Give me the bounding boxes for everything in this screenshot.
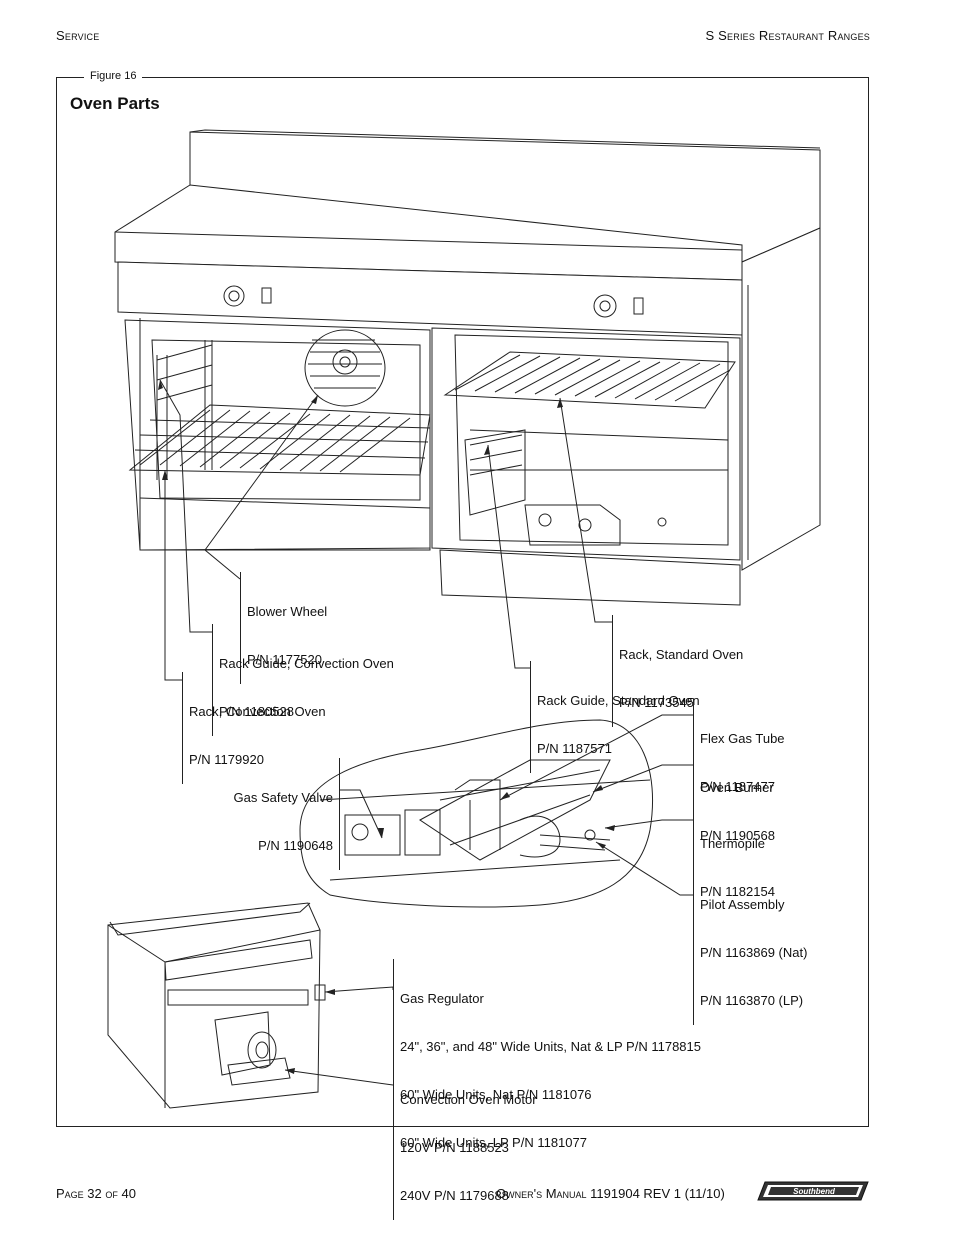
callout-convection-motor-pn-120v: 120V P/N 1188523 [400, 1140, 509, 1155]
callout-rack-guide-convection-pn: P/N 1180528 [219, 704, 294, 719]
callout-oven-burner-name: Oven Burner [700, 780, 774, 795]
callout-thermopile: Thermopile P/N 1182154 [693, 804, 775, 916]
callout-gas-safety-valve-pn: P/N 1190648 [258, 838, 333, 853]
burner-detail-illustration [299, 719, 654, 908]
callout-flex-gas-tube-pn: P/N 1187477 [700, 779, 775, 794]
range-illustration [114, 129, 821, 606]
callout-gas-regulator-pn-2: 60" Wide Units, Nat P/N 1181076 [400, 1087, 592, 1102]
callout-rack-guide-standard-pn: P/N 1187571 [537, 741, 612, 756]
callout-rack-standard-name: Rack, Standard Oven [619, 647, 744, 662]
footer-page-number: Page 32 of 40 [56, 1186, 136, 1201]
callout-convection-motor-name: Convection Oven Motor [400, 1092, 537, 1107]
callout-pilot-assembly-pn-nat: P/N 1163869 (Nat) [700, 945, 808, 960]
header-section: Service [56, 28, 100, 43]
callout-flex-gas-tube: Flex Gas Tube P/N 1187477 [693, 699, 785, 811]
callout-gas-regulator-pn-3: 60" Wide Units, LP P/N 1181077 [400, 1135, 587, 1150]
callout-gas-regulator: Gas Regulator 24", 36", and 48" Wide Uni… [393, 959, 701, 1167]
figure-title: Oven Parts [70, 94, 160, 113]
footer-manual-id: Owner's Manual 1191904 REV 1 (11/10) [496, 1186, 725, 1201]
callout-oven-burner-pn: P/N 1190568 [700, 828, 775, 843]
callout-rack-guide-convection-name: Rack Guide, Convection Oven [219, 656, 394, 671]
callout-gas-regulator-pn-1: 24", 36", and 48" Wide Units, Nat & LP P… [400, 1039, 701, 1054]
callout-convection-motor: Convection Oven Motor 120V P/N 1188523 2… [393, 1060, 537, 1220]
figure-frame [56, 77, 869, 1127]
callout-pilot-assembly-pn-lp: P/N 1163870 (LP) [700, 993, 804, 1008]
callout-rack-standard-pn: P/N 1173545 [619, 695, 694, 710]
callout-rack-guide-standard-name: Rack Guide, Standard Oven [537, 693, 700, 708]
callout-blower-wheel: Blower Wheel P/N 1177520 [240, 572, 327, 684]
callout-gas-safety-valve: Gas Safety Valve P/N 1190648 [218, 758, 340, 870]
callout-blower-wheel-name: Blower Wheel [247, 604, 328, 619]
callout-thermopile-name: Thermopile [700, 836, 766, 851]
callout-flex-gas-tube-name: Flex Gas Tube [700, 731, 785, 746]
header-manual-title: S Series Restaurant Ranges [705, 28, 870, 43]
callout-blower-wheel-pn: P/N 1177520 [247, 652, 322, 667]
callout-pilot-assembly-name: Pilot Assembly [700, 897, 785, 912]
callout-pilot-assembly: Pilot Assembly P/N 1163869 (Nat) P/N 116… [693, 865, 807, 1025]
motor-box-illustration [107, 902, 326, 1109]
figure-label: Figure 16 [84, 70, 143, 82]
callout-rack-standard: Rack, Standard Oven P/N 1173545 [612, 615, 743, 727]
southbend-logo-text: Southbend [793, 1187, 836, 1196]
leader-lines [159, 379, 693, 1086]
southbend-logo: Southbend [757, 1181, 869, 1201]
callout-thermopile-pn: P/N 1182154 [700, 884, 775, 899]
callout-gas-safety-valve-name: Gas Safety Valve [233, 790, 333, 805]
callout-convection-motor-pn-240v: 240V P/N 1179688 [400, 1188, 509, 1203]
callout-rack-convection: Rack, Convection Oven P/N 1179920 [182, 672, 326, 784]
callout-rack-convection-name: Rack, Convection Oven [189, 704, 326, 719]
leader-arrowheads [158, 380, 615, 1074]
callout-gas-regulator-name: Gas Regulator [400, 991, 484, 1006]
callout-rack-guide-convection: Rack Guide, Convection Oven P/N 1180528 [212, 624, 394, 736]
callout-rack-convection-pn: P/N 1179920 [189, 752, 264, 767]
callout-rack-guide-standard: Rack Guide, Standard Oven P/N 1187571 [530, 661, 700, 773]
